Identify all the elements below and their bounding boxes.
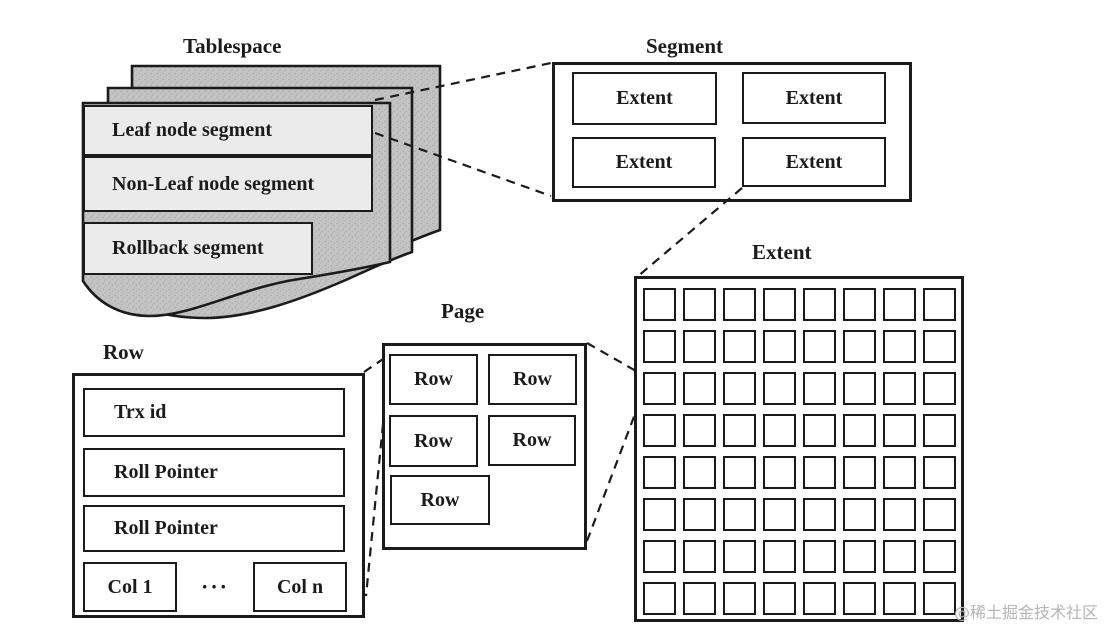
page-square xyxy=(803,330,836,363)
connector-tablespace-segment-upper xyxy=(374,61,552,102)
page-square xyxy=(923,582,956,615)
page-square xyxy=(723,330,756,363)
page-square xyxy=(883,288,916,321)
watermark: @稀土掘金技术社区 xyxy=(953,603,1098,622)
page-square xyxy=(643,288,676,321)
page-square xyxy=(803,498,836,531)
page-square xyxy=(843,456,876,489)
page-square xyxy=(643,372,676,405)
col-first-box: Col 1 xyxy=(83,562,177,612)
page-square xyxy=(883,456,916,489)
row-field-roll-pointer-1: Roll Pointer xyxy=(83,448,345,497)
page-row-cell: Row xyxy=(389,415,478,467)
page-square xyxy=(723,288,756,321)
page-square xyxy=(843,498,876,531)
page-square xyxy=(763,372,796,405)
connector-page-extent-upper xyxy=(586,342,637,372)
page-square xyxy=(803,288,836,321)
page-square xyxy=(803,456,836,489)
page-square xyxy=(683,330,716,363)
page-square xyxy=(643,498,676,531)
extent-box: Extent xyxy=(742,72,886,124)
page-square xyxy=(763,456,796,489)
page-row-cell: Row xyxy=(389,354,478,405)
page-square xyxy=(683,456,716,489)
page-square xyxy=(883,498,916,531)
extent-box: Extent xyxy=(572,72,717,125)
page-square xyxy=(803,414,836,447)
bar-rollback-segment: Rollback segment xyxy=(83,222,313,275)
page-square xyxy=(643,540,676,573)
connector-row-page-lower xyxy=(364,423,385,597)
page-square xyxy=(763,288,796,321)
page-square xyxy=(723,582,756,615)
tablespace-label: Tablespace xyxy=(183,34,282,58)
page-square xyxy=(923,456,956,489)
page-square xyxy=(803,582,836,615)
page-square xyxy=(843,288,876,321)
connector-page-extent-lower xyxy=(585,413,637,542)
page-square xyxy=(883,540,916,573)
page-square xyxy=(883,582,916,615)
page-square xyxy=(723,372,756,405)
page-square xyxy=(843,582,876,615)
page-square xyxy=(763,540,796,573)
page-square xyxy=(683,498,716,531)
page-square xyxy=(843,330,876,363)
page-square xyxy=(723,498,756,531)
page-square xyxy=(643,330,676,363)
row-field-roll-pointer-2: Roll Pointer xyxy=(83,505,345,552)
col-ellipsis: ··· xyxy=(201,574,230,599)
page-square xyxy=(923,540,956,573)
page-square xyxy=(883,414,916,447)
page-row-cell: Row xyxy=(390,475,490,525)
col-last-box: Col n xyxy=(253,562,347,612)
page-square xyxy=(923,498,956,531)
page-square xyxy=(683,288,716,321)
page-square xyxy=(843,414,876,447)
page-square xyxy=(923,414,956,447)
extent-label: Extent xyxy=(752,240,812,264)
extent-grid xyxy=(643,288,956,615)
page-square xyxy=(723,540,756,573)
page-square xyxy=(683,372,716,405)
page-square xyxy=(923,330,956,363)
page-square xyxy=(883,330,916,363)
page-square xyxy=(923,372,956,405)
page-square xyxy=(923,288,956,321)
page-square xyxy=(843,540,876,573)
page-square xyxy=(763,498,796,531)
row-field-trx-id: Trx id xyxy=(83,388,345,437)
bar-leaf-node-segment: Leaf node segment xyxy=(83,105,373,156)
page-square xyxy=(883,372,916,405)
segment-label: Segment xyxy=(646,34,723,58)
extent-box: Extent xyxy=(742,137,886,187)
page-square xyxy=(643,414,676,447)
page-label: Page xyxy=(441,299,485,323)
page-square xyxy=(803,540,836,573)
page-square xyxy=(723,414,756,447)
page-square xyxy=(683,582,716,615)
page-square xyxy=(763,582,796,615)
page-square xyxy=(643,582,676,615)
page-square xyxy=(763,330,796,363)
page-square xyxy=(803,372,836,405)
bar-non-leaf-node-segment: Non-Leaf node segment xyxy=(83,156,373,212)
page-square xyxy=(843,372,876,405)
page-square xyxy=(683,540,716,573)
page-square xyxy=(763,414,796,447)
page-row-cell: Row xyxy=(488,354,577,405)
row-label: Row xyxy=(103,340,144,364)
page-square xyxy=(643,456,676,489)
extent-box: Extent xyxy=(572,137,716,188)
connector-tablespace-segment-lower xyxy=(374,131,552,198)
page-square xyxy=(723,456,756,489)
page-row-cell: Row xyxy=(488,415,576,466)
page-square xyxy=(683,414,716,447)
